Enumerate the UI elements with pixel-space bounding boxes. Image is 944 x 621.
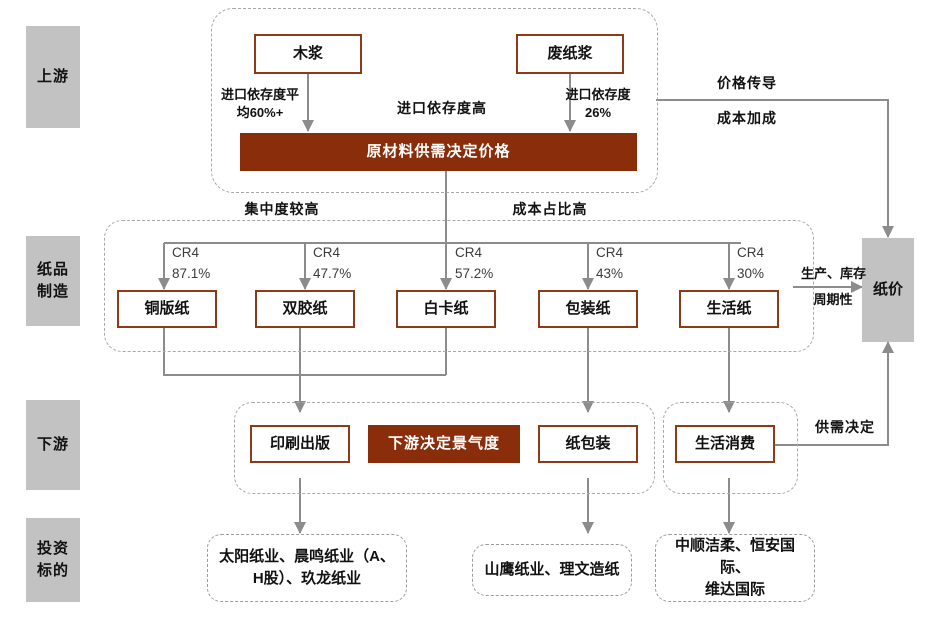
anno-cost-share-high: 成本占比高 (480, 200, 620, 219)
node-white-card-paper[interactable]: 白卡纸 (396, 290, 496, 328)
anno-cyclicality: 周期性 (801, 291, 865, 309)
node-paper-packaging-label: 纸包装 (565, 434, 611, 452)
stage-label-manufacture-line2: 制造 (36, 283, 69, 300)
cr4-offset-paper-value: 47.7% (313, 265, 352, 281)
anno-production-inventory: 生产、库存 (801, 265, 867, 283)
anno-production-inventory-line1: 生产、库存 (801, 266, 867, 281)
anno-supply-demand-decides: 供需决定 (800, 418, 890, 437)
node-packaging-paper-label: 包装纸 (565, 299, 611, 317)
node-wood-pulp[interactable]: 木浆 (254, 34, 362, 74)
stage-label-upstream-line1: 上游 (36, 67, 69, 85)
node-living-consumption[interactable]: 生活消费 (675, 425, 775, 463)
anno-cost-share-high-text: 成本占比高 (512, 201, 588, 217)
node-offset-paper[interactable]: 双胶纸 (255, 290, 355, 328)
cr4-offset-paper: CR4 47.7% (313, 243, 351, 285)
anno-wood-pulp-import: 进口依存度平 均60%+ (214, 86, 306, 121)
anno-concentration-high: 集中度较高 (212, 200, 352, 219)
anno-cost-plus: 成本加成 (667, 109, 827, 128)
anno-price-transmission-text: 价格传导 (717, 75, 777, 91)
leaf-targets-printing-line1: 太阳纸业、晨鸣纸业（A、 (219, 548, 395, 566)
leaf-targets-packaging-line1: 山鹰纸业、理文造纸 (484, 561, 620, 579)
node-paper-price[interactable]: 纸价 (862, 238, 914, 342)
node-printing-publishing[interactable]: 印刷出版 (250, 425, 350, 463)
node-coated-paper-label: 铜版纸 (144, 299, 190, 317)
node-downstream-prosperity-label: 下游决定景气度 (387, 434, 500, 452)
anno-cyclicality-line2: 周期性 (813, 292, 853, 307)
leaf-targets-printing[interactable]: 太阳纸业、晨鸣纸业（A、 H股）、玖龙纸业 (207, 534, 407, 602)
anno-wood-pulp-import-line1: 进口依存度平 (220, 87, 299, 102)
cr4-coated-paper: CR4 87.1% (172, 243, 210, 285)
cr4-white-card-paper-caption: CR4 (455, 245, 483, 260)
node-waste-pulp[interactable]: 废纸浆 (516, 34, 624, 74)
cr4-coated-paper-caption: CR4 (172, 245, 200, 260)
node-paper-price-label: 纸价 (872, 280, 903, 298)
leaf-targets-packaging[interactable]: 山鹰纸业、理文造纸 (472, 544, 632, 596)
anno-concentration-high-text: 集中度较高 (244, 201, 320, 217)
leaf-targets-tissue-line2: 维达国际 (704, 580, 765, 598)
node-printing-publishing-label: 印刷出版 (269, 434, 330, 452)
anno-import-dependency-high: 进口依存度高 (372, 99, 512, 118)
cr4-white-card-paper: CR4 57.2% (455, 243, 493, 285)
node-living-consumption-label: 生活消费 (694, 434, 755, 452)
leaf-targets-tissue[interactable]: 中顺洁柔、恒安国际、 维达国际 (655, 534, 815, 602)
stage-chip-upstream: 上游 (26, 26, 80, 128)
group-downstream-living (663, 402, 798, 494)
anno-cost-plus-text: 成本加成 (717, 110, 777, 126)
cr4-tissue-paper-caption: CR4 (737, 245, 765, 260)
stage-chip-targets: 投资 标的 (26, 518, 80, 602)
node-coated-paper[interactable]: 铜版纸 (117, 290, 217, 328)
node-raw-material-price[interactable]: 原材料供需决定价格 (240, 133, 637, 171)
anno-waste-pulp-import-line1: 进口依存度 (565, 87, 631, 102)
node-packaging-paper[interactable]: 包装纸 (538, 290, 638, 328)
cr4-tissue-paper: CR4 30% (737, 243, 764, 285)
stage-label-targets-line2: 标的 (36, 562, 69, 579)
node-offset-paper-label: 双胶纸 (282, 299, 328, 317)
anno-price-transmission: 价格传导 (667, 74, 827, 93)
cr4-white-card-paper-value: 57.2% (455, 265, 494, 281)
stage-label-downstream-line1: 下游 (36, 435, 69, 453)
anno-waste-pulp-import: 进口依存度 26% (556, 86, 640, 121)
stage-label-targets-line1: 投资 (36, 539, 69, 557)
anno-supply-demand-decides-text: 供需决定 (815, 419, 875, 435)
cr4-packaging-paper: CR4 43% (596, 243, 623, 285)
cr4-packaging-paper-caption: CR4 (596, 245, 624, 260)
anno-waste-pulp-import-line2: 26% (584, 104, 612, 120)
cr4-coated-paper-value: 87.1% (172, 265, 211, 281)
cr4-packaging-paper-value: 43% (596, 265, 624, 281)
node-paper-packaging[interactable]: 纸包装 (538, 425, 638, 463)
anno-wood-pulp-import-line2: 均60%+ (236, 104, 284, 120)
stage-chip-manufacture: 纸品 制造 (26, 236, 80, 326)
cr4-tissue-paper-value: 30% (737, 265, 765, 281)
node-white-card-paper-label: 白卡纸 (423, 299, 469, 317)
stage-label-manufacture-line1: 纸品 (36, 260, 69, 278)
leaf-targets-tissue-line1: 中顺洁柔、恒安国际、 (674, 537, 795, 577)
node-tissue-paper[interactable]: 生活纸 (679, 290, 779, 328)
node-wood-pulp-label: 木浆 (292, 44, 323, 62)
node-waste-pulp-label: 废纸浆 (547, 44, 593, 62)
node-tissue-paper-label: 生活纸 (706, 299, 752, 317)
group-manufacture (104, 220, 814, 352)
node-downstream-prosperity[interactable]: 下游决定景气度 (368, 425, 520, 463)
group-upstream (211, 8, 658, 193)
group-downstream-print-pack (234, 402, 655, 494)
leaf-targets-printing-line2: H股）、玖龙纸业 (252, 570, 362, 587)
cr4-offset-paper-caption: CR4 (313, 245, 341, 260)
anno-import-dependency-high-text: 进口依存度高 (397, 100, 487, 116)
node-raw-material-price-label: 原材料供需决定价格 (366, 142, 511, 160)
stage-chip-downstream: 下游 (26, 400, 80, 490)
